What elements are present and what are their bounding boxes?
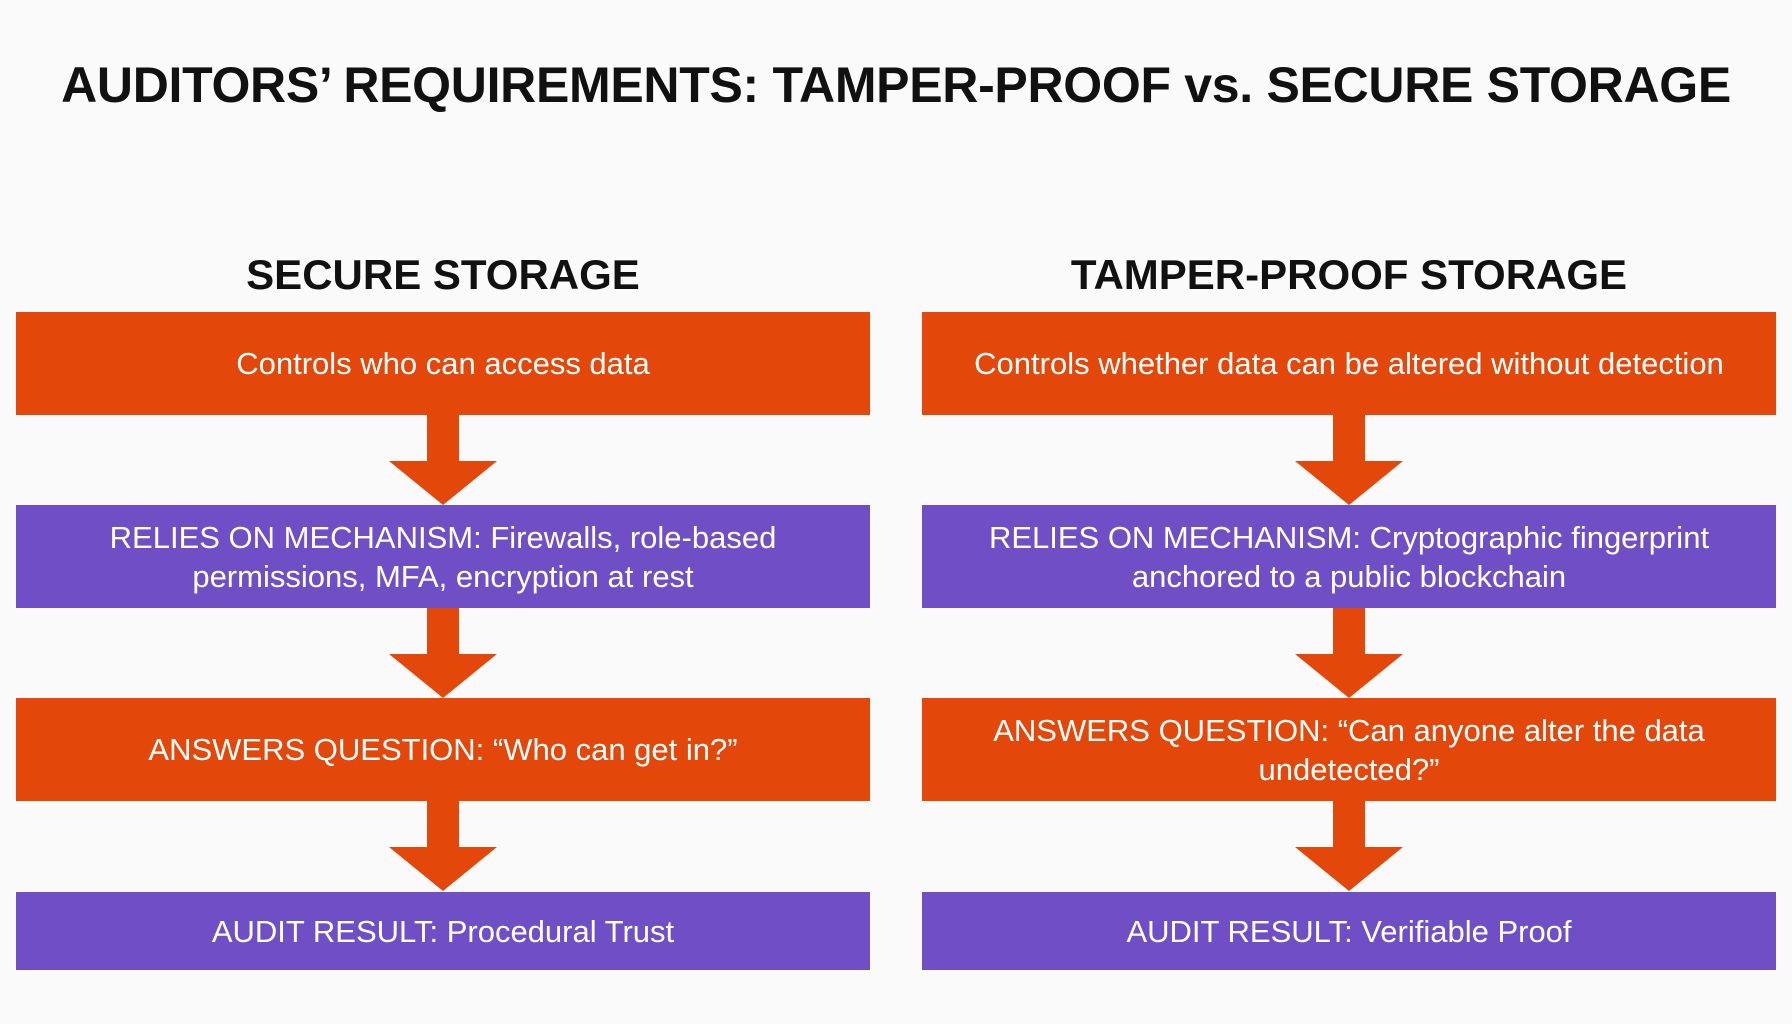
- tamper-question-box: ANSWERS QUESTION: “Can anyone alter the …: [922, 698, 1776, 801]
- tamper-proof-storage-flow: Controls whether data can be altered wit…: [922, 312, 1776, 972]
- secure-mechanism-box: RELIES ON MECHANISM: Firewalls, role-bas…: [16, 505, 870, 608]
- tamper-audit-result-box: AUDIT RESULT: Verifiable Proof: [922, 892, 1776, 970]
- flow-arrow-down-icon: [1295, 608, 1403, 698]
- tamper-proof-storage-heading: TAMPER-PROOF STORAGE: [1070, 251, 1628, 298]
- tamper-mechanism-text: RELIES ON MECHANISM: Cryptographic finge…: [988, 519, 1710, 594]
- flow-arrow-down-icon: [389, 608, 497, 698]
- secure-question-box: ANSWERS QUESTION: “Who can get in?”: [16, 698, 870, 801]
- page-title: AUDITORS’ REQUIREMENTS: TAMPER-PROOF vs.…: [61, 57, 1731, 113]
- secure-storage-heading: SECURE STORAGE: [246, 251, 640, 298]
- flow-arrow-down-icon: [1295, 801, 1403, 891]
- flow-arrow-down-icon: [1295, 415, 1403, 505]
- flow-arrow-down-icon: [389, 801, 497, 891]
- secure-access-control-box: Controls who can access data: [16, 312, 870, 415]
- tamper-question-text: ANSWERS QUESTION: “Can anyone alter the …: [993, 712, 1705, 787]
- secure-question-text: ANSWERS QUESTION: “Who can get in?”: [148, 732, 738, 767]
- secure-audit-result-text: AUDIT RESULT: Procedural Trust: [211, 913, 675, 949]
- tamper-mechanism-box: RELIES ON MECHANISM: Cryptographic finge…: [922, 505, 1776, 608]
- tamper-alteration-control-text: Controls whether data can be altered wit…: [974, 346, 1724, 381]
- secure-mechanism-text: RELIES ON MECHANISM: Firewalls, role-bas…: [109, 519, 777, 594]
- secure-storage-flow: Controls who can access data RELIES ON M…: [16, 312, 870, 972]
- secure-access-control-text: Controls who can access data: [236, 346, 650, 381]
- secure-storage-column: SECURE STORAGE Controls who can access d…: [16, 250, 870, 972]
- flow-arrow-down-icon: [389, 415, 497, 505]
- tamper-audit-result-text: AUDIT RESULT: Verifiable Proof: [1126, 913, 1572, 949]
- tamper-alteration-control-box: Controls whether data can be altered wit…: [922, 312, 1776, 415]
- tamper-proof-storage-column: TAMPER-PROOF STORAGE Controls whether da…: [922, 250, 1776, 972]
- secure-audit-result-box: AUDIT RESULT: Procedural Trust: [16, 892, 870, 970]
